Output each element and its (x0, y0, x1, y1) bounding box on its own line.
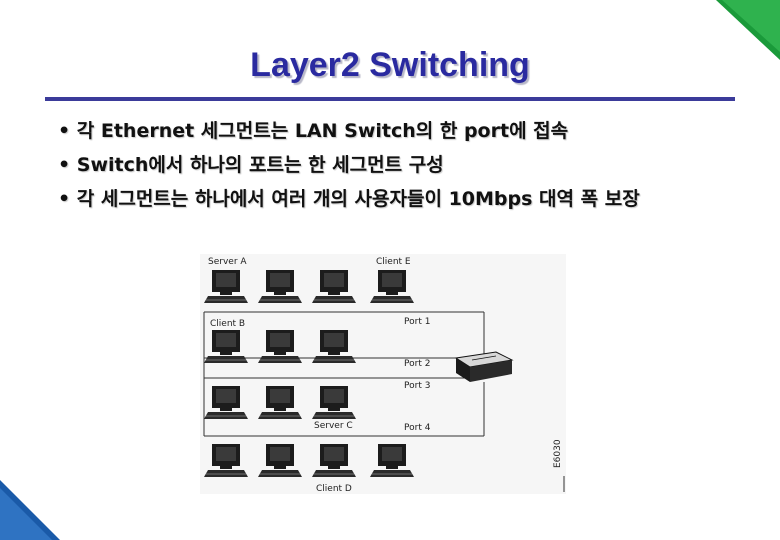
computer-icon (311, 329, 357, 364)
computer-icon (369, 443, 415, 478)
label-port-3: Port 3 (404, 381, 430, 391)
corner-triangle-bottom-left-light (0, 488, 52, 540)
client-b-icon (203, 329, 249, 364)
title-divider (45, 97, 735, 101)
label-server-c: Server C (314, 421, 353, 431)
bullet-item: • 각 Ethernet 세그먼트는 LAN Switch의 한 port에 접… (58, 120, 569, 142)
computer-icon (257, 385, 303, 420)
label-port-2: Port 2 (404, 359, 430, 369)
label-port-4: Port 4 (404, 423, 431, 433)
network-diagram: Server A Client E Client B Port 1 Port 2… (200, 254, 566, 494)
corner-triangle-bottom-left (0, 480, 60, 540)
bullet-item: • Switch에서 하나의 포트는 한 세그먼트 구성 (58, 154, 444, 176)
figure-id: E6030 (553, 439, 563, 468)
slide-title: Layer2 Switching (250, 46, 530, 84)
label-client-e: Client E (376, 257, 411, 267)
bullet-list: • 각 Ethernet 세그먼트는 LAN Switch의 한 port에 접… (58, 114, 718, 216)
computer-icon (311, 269, 357, 304)
switch-icon (454, 351, 514, 382)
server-a-icon (203, 269, 249, 304)
client-d-icon (311, 443, 357, 478)
computer-icon (203, 443, 249, 478)
client-e-icon (369, 269, 415, 304)
computer-icon (257, 443, 303, 478)
label-client-d: Client D (316, 484, 352, 494)
label-port-1: Port 1 (404, 317, 430, 327)
computer-icon (257, 329, 303, 364)
computer-icon (203, 385, 249, 420)
label-client-b: Client B (210, 319, 245, 329)
server-c-icon (311, 385, 357, 420)
corner-triangle-top-right-light (722, 0, 780, 52)
label-server-a: Server A (208, 257, 247, 267)
bullet-item: • 각 세그먼트는 하나에서 여러 개의 사용자들이 10Mbps 대역 폭 보… (58, 188, 640, 210)
computer-icon (257, 269, 303, 304)
